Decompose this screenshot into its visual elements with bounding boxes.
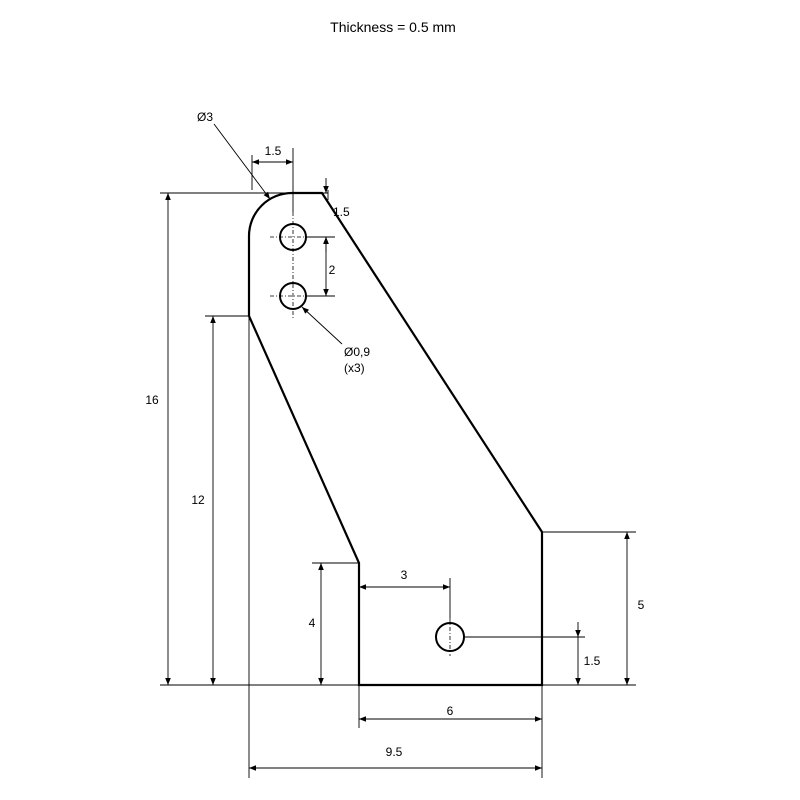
label-top-width: 1.5 (265, 144, 282, 158)
part-outline (247, 191, 544, 687)
callout-hole-count: (x3) (344, 361, 365, 375)
label-hole-spacing: 2 (329, 263, 336, 277)
label-hole3-y: 1.5 (584, 654, 601, 668)
label-overall-width: 9.5 (386, 745, 403, 759)
callout-hole-diameter: Ø0,9 (344, 345, 370, 359)
leader-radius (213, 123, 271, 200)
label-overall-height: 16 (145, 393, 159, 407)
label-top-offset: 1.5 (333, 205, 350, 219)
callout-radius: Ø3 (197, 110, 213, 124)
leader-lines (213, 123, 343, 345)
label-right-height: 5 (638, 598, 645, 612)
dimension-lines (165, 159, 630, 771)
label-hole3-x: 3 (401, 568, 408, 582)
drawing-title: Thickness = 0.5 mm (330, 19, 456, 35)
leader-hole-diameter (301, 306, 343, 345)
extension-lines (160, 148, 636, 778)
label-inner-height: 4 (309, 616, 316, 630)
label-left-height: 12 (191, 493, 205, 507)
label-base-width: 6 (447, 704, 454, 718)
